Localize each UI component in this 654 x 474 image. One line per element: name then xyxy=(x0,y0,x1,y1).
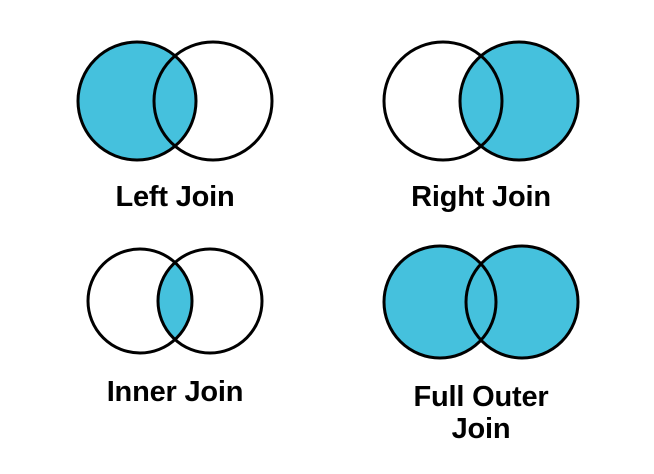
left-circle-outline xyxy=(86,247,194,355)
venn-figure-left-join xyxy=(76,40,274,162)
venn-cell-inner-join: Inner Join xyxy=(18,242,332,408)
right-circle-outline xyxy=(458,40,580,162)
right-circle-fill xyxy=(466,246,578,358)
venn-cell-left-join: Left Join xyxy=(18,34,332,213)
venn-label-inner-join: Inner Join xyxy=(106,376,244,408)
venn-cell-full-outer-join: Full Outer Join xyxy=(324,238,638,446)
venn-figure-full-outer-join xyxy=(382,244,580,360)
right-circle-outline xyxy=(156,247,264,355)
right-circle-outline xyxy=(152,40,274,162)
venn-cell-right-join: Right Join xyxy=(324,34,638,213)
venn-label-right-join: Right Join xyxy=(411,181,551,213)
venn-label-left-join: Left Join xyxy=(115,181,235,213)
intersection-fill xyxy=(154,42,196,160)
left-circle-outline xyxy=(76,40,198,162)
left-circle-outline xyxy=(382,244,498,360)
left-circle-fill xyxy=(384,246,496,358)
left-circle-outline xyxy=(382,40,504,162)
intersection-fill xyxy=(460,42,502,160)
right-circle-outline xyxy=(464,244,580,360)
venn-figure-right-join xyxy=(382,40,580,162)
venn-label-full-outer-join: Full Outer Join xyxy=(413,381,549,446)
venn-figure-inner-join xyxy=(86,247,264,355)
